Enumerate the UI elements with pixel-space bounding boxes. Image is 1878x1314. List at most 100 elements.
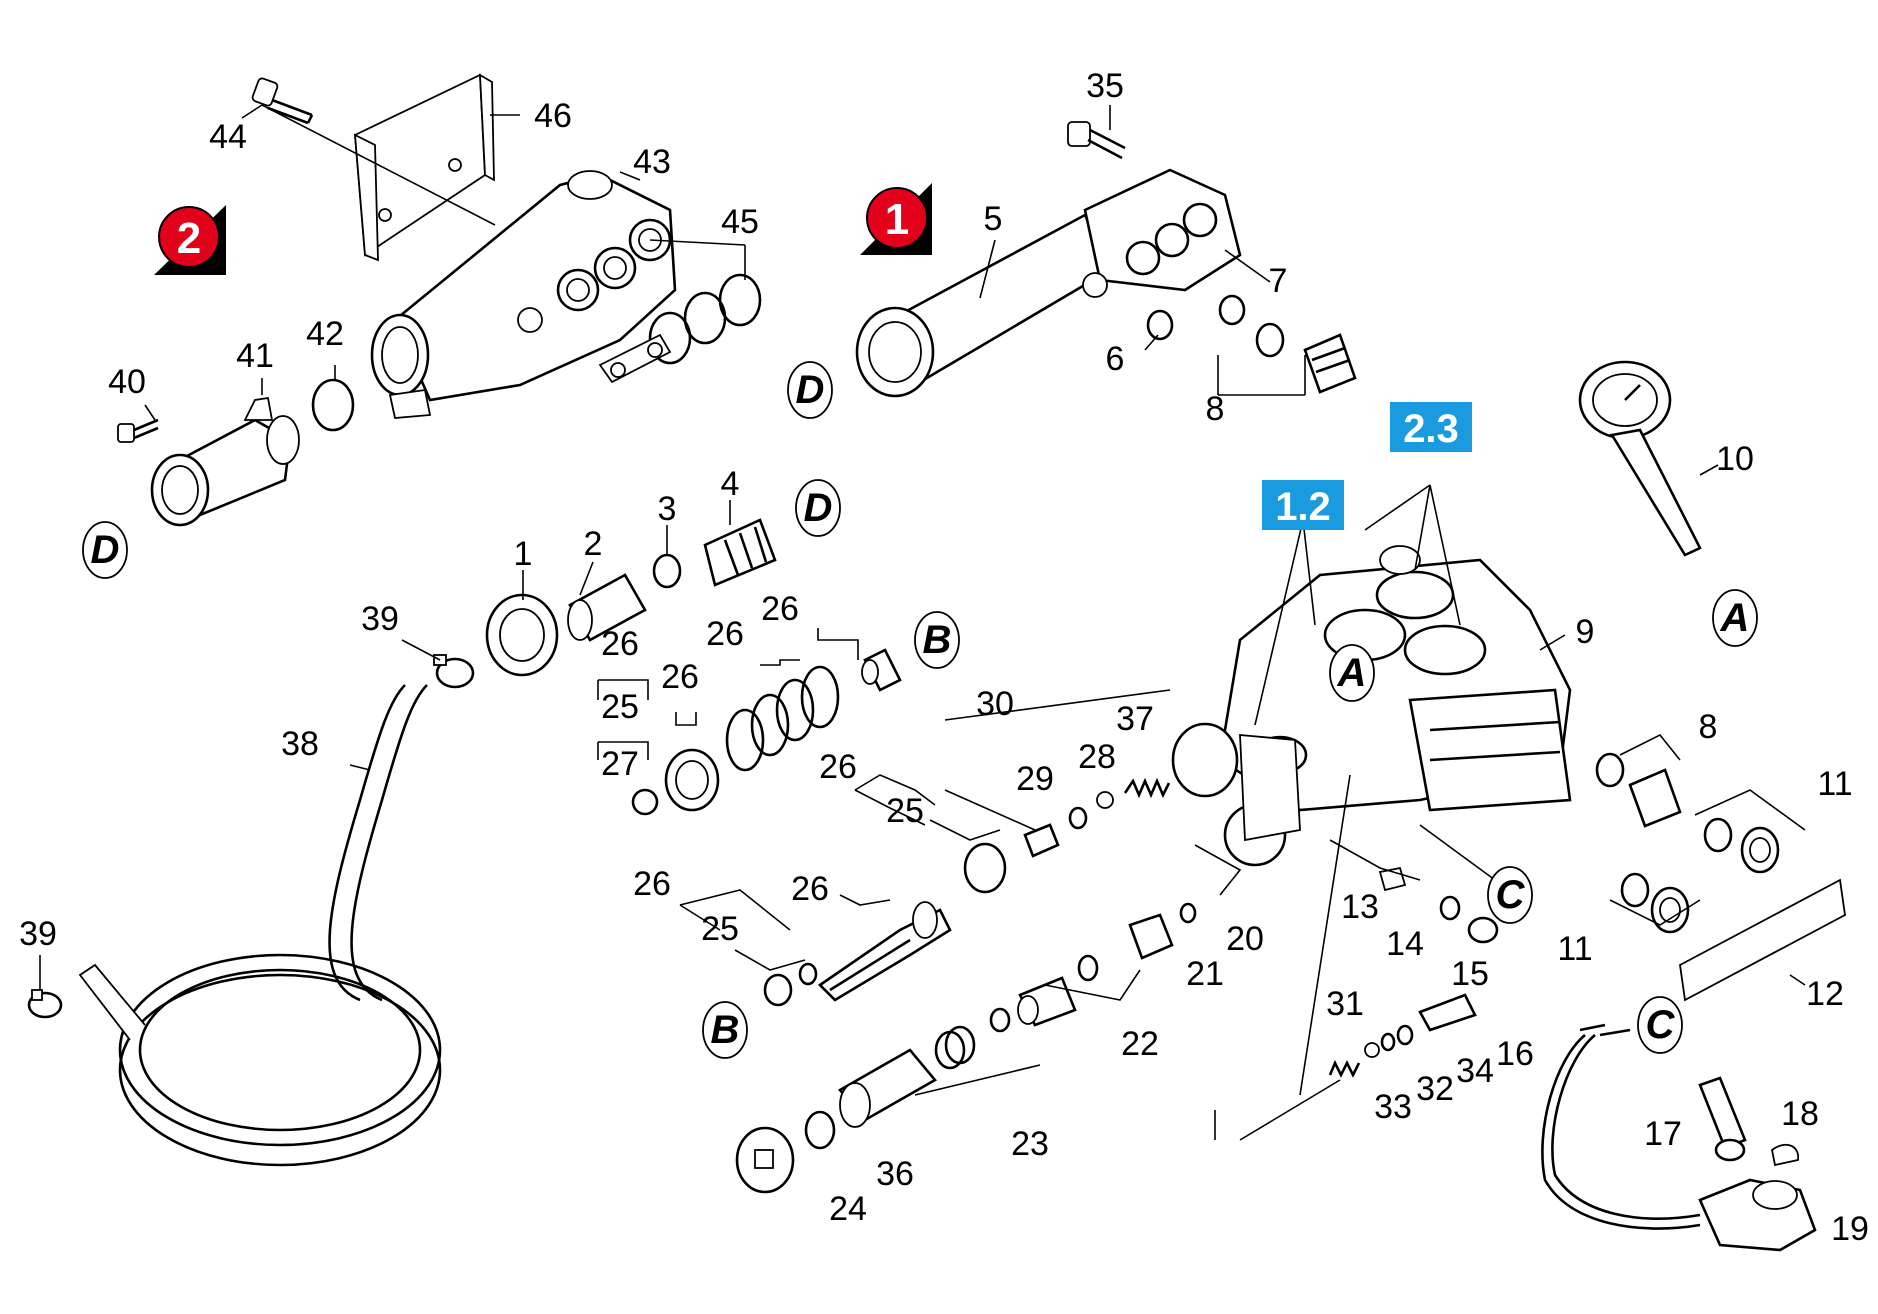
part-8-valve-right [1628,768,1682,828]
callout-35: 35 [1086,67,1124,105]
callout-13: 13 [1341,888,1379,926]
part-23-valve-body [838,1048,937,1128]
part-26-small-ring [798,962,818,986]
ref-D-3: D [795,479,841,537]
part-29-o-ring [1068,806,1088,830]
callout-27: 27 [601,745,639,783]
part-4-filter [703,518,777,587]
part-11-plug-upper [1740,826,1780,874]
part-46-bracket [353,73,495,262]
callout-25a: 25 [601,688,639,726]
svg-text:A: A [1720,596,1750,640]
callout-39a: 39 [361,600,399,638]
part-15-plug [1467,916,1499,944]
ref-B-2: B [702,1001,748,1059]
callout-33: 33 [1374,1088,1412,1126]
callout-26f: 26 [633,865,671,903]
callout-11a: 11 [1817,765,1852,803]
part-8-o-ring-right [1595,752,1625,788]
badge-1: 1 [860,183,932,255]
part-5-pipe [855,168,1242,398]
svg-text:D: D [804,486,833,530]
callout-45: 45 [721,203,759,241]
svg-text:C: C [1646,1003,1676,1047]
ref-D-1: D [787,361,833,419]
group-brackets [597,628,1806,1096]
callout-19: 19 [1831,1210,1869,1248]
part-28-ball [1096,791,1114,809]
part-38-hose [78,684,442,1167]
callout-14: 14 [1386,925,1424,963]
callout-39b: 39 [19,915,57,953]
part-8-o-ring [1255,322,1285,358]
part-9-pump-housing [1171,545,1572,867]
part-44-bolt [251,77,314,125]
callout-8b: 8 [1699,708,1718,746]
callout-17: 17 [1644,1115,1682,1153]
ref-C-2: C [1637,996,1683,1054]
box-2-3: 2.3 [1390,402,1472,452]
part-45-seals [598,273,762,384]
part-8-valve [1303,333,1357,394]
box-1-2: 1.2 [1262,480,1344,530]
part-39-clamp-lower [27,989,63,1019]
ref-A-1: A [1329,644,1375,702]
callout-25b: 25 [886,792,924,830]
part-42-o-ring [311,378,355,432]
callout-40: 40 [108,363,146,401]
part-3-o-ring [652,553,682,589]
callout-12: 12 [1806,975,1844,1013]
callout-42: 42 [306,315,344,353]
part-7-o-ring [1218,294,1246,326]
callout-37: 37 [1116,700,1154,738]
part-27-cap [631,788,659,816]
callout-43: 43 [633,143,671,181]
callout-21: 21 [1186,955,1224,993]
callout-23: 23 [1011,1125,1049,1163]
part-26-valve-b [861,648,902,692]
svg-text:B: B [923,618,952,662]
svg-text:A: A [1337,651,1367,695]
part-26-o-ring-b [763,973,793,1007]
part-34-o-ring [1396,1024,1414,1046]
callout-7: 7 [1269,262,1288,300]
callout-16: 16 [1496,1035,1534,1073]
part-11-o-ring-lower [1620,872,1650,908]
ref-D-2: D [82,521,128,579]
part-41-inlet-fitting [150,396,300,527]
callout-34: 34 [1456,1052,1494,1090]
part-14-o-ring [1439,895,1461,921]
callout-26c: 26 [706,615,744,653]
part-43-pump-head [370,170,677,419]
part-33-spring [1328,1059,1361,1078]
part-30-valve [963,823,1060,894]
callout-46: 46 [534,97,572,135]
part-35-bolt [1067,121,1126,160]
part-32-o-ring [1380,1032,1396,1052]
callout-44: 44 [209,118,247,156]
part-12-plate [1679,878,1846,1002]
part-18-clip [1771,1143,1799,1167]
callout-9: 9 [1576,613,1595,651]
part-19-switch [1541,1023,1817,1252]
part-16-fitting [1418,993,1477,1032]
part-21-valve [1128,913,1174,960]
svg-text:D: D [91,528,120,572]
callout-20: 20 [1226,920,1264,958]
part-17-sensor [1698,1076,1747,1162]
callout-25c: 25 [701,910,739,948]
svg-text:D: D [796,368,825,412]
callout-26b: 26 [661,658,699,696]
part-26-spring [725,665,840,772]
callout-numbers: 44 46 43 45 42 41 40 35 5 7 6 8 10 9 1 2… [19,67,1869,1248]
callout-31: 31 [1326,985,1364,1023]
part-10-pressure-gauge [1578,360,1702,557]
part-31-ball [1364,1042,1380,1058]
part-23-rings [934,1025,976,1070]
callout-28: 28 [1078,738,1116,776]
part-1-nut [485,593,559,677]
part-22-o-ring [1077,954,1099,982]
callout-26d: 26 [761,590,799,628]
leader-lines [39,104,1719,1141]
part-2-nipple [567,573,647,642]
